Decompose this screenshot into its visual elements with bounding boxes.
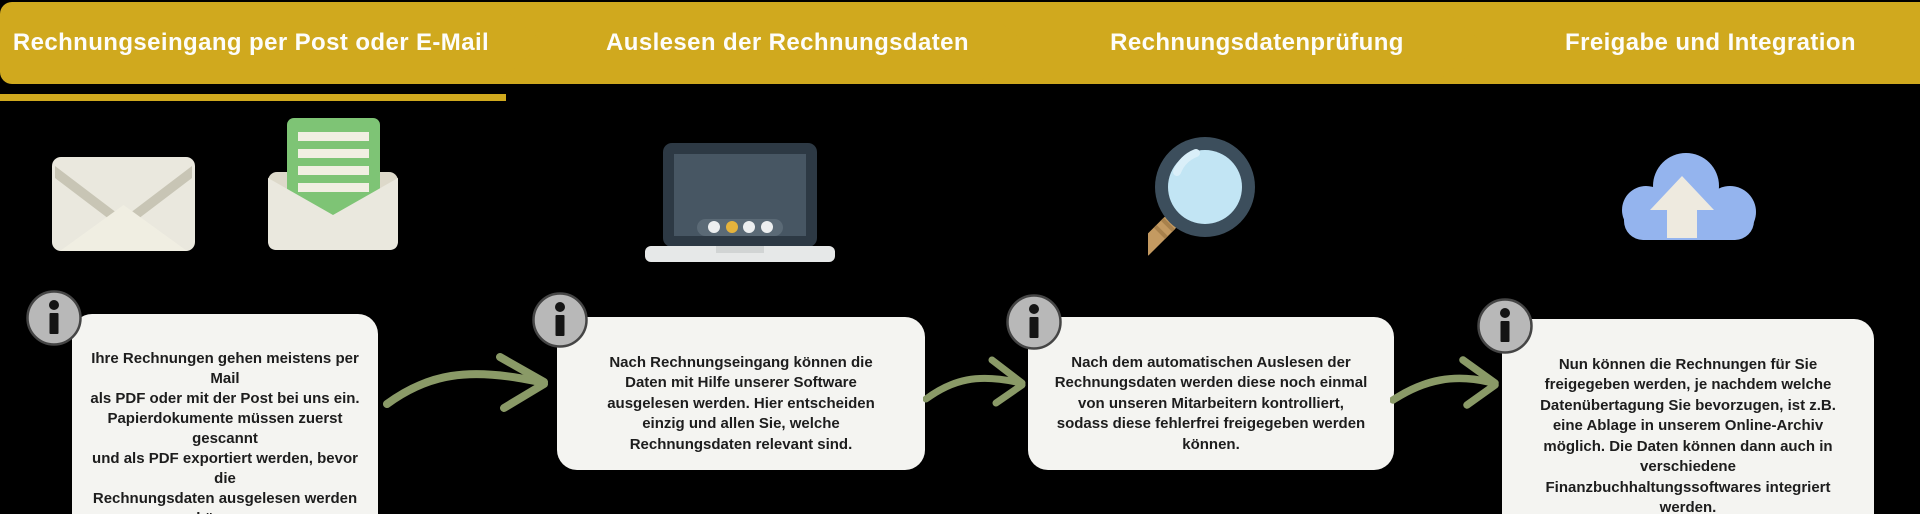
banner-label: Auslesen der Rechnungsdaten xyxy=(606,29,969,56)
magnifying-glass-icon xyxy=(1148,137,1255,257)
info-text: Nach Rechnungseingang können die Daten m… xyxy=(607,353,875,453)
info-icon xyxy=(26,290,82,346)
banner-step-4: Freigabe und Integration xyxy=(1435,2,1920,84)
magnifier-handle xyxy=(1148,215,1178,257)
info-icon xyxy=(1006,294,1062,350)
banner-label: Freigabe und Integration xyxy=(1565,29,1856,56)
banner-underline xyxy=(0,94,506,101)
flow-arrow-icon xyxy=(923,356,1026,407)
info-card-step-1: Ihre Rechnungen gehen meistens per Mail … xyxy=(72,314,378,514)
banner-label: Rechnungseingang per Post oder E-Mail xyxy=(12,29,490,56)
laptop-icon xyxy=(645,143,835,262)
open-envelope-letter-icon xyxy=(268,118,398,250)
banner-step-2: Auslesen der Rechnungsdaten xyxy=(496,2,1079,84)
flow-arrow-icon xyxy=(1390,356,1499,409)
banner-step-1: Rechnungseingang per Post oder E-Mail xyxy=(0,2,550,84)
info-card-step-2: Nach Rechnungseingang können die Daten m… xyxy=(557,317,925,470)
info-text: Ihre Rechnungen gehen meistens per Mail … xyxy=(90,350,360,514)
info-text: Nun können die Rechnungen für Sie freige… xyxy=(1540,355,1836,514)
banner-step-3: Rechnungsdatenprüfung xyxy=(977,2,1537,84)
info-text: Nach dem automatischen Auslesen der Rech… xyxy=(1054,353,1368,453)
letter xyxy=(287,118,380,220)
info-card-step-4: Nun können die Rechnungen für Sie freige… xyxy=(1502,319,1874,514)
banner-label: Rechnungsdatenprüfung xyxy=(1110,29,1404,56)
info-card-step-3: Nach dem automatischen Auslesen der Rech… xyxy=(1028,317,1394,470)
info-icon xyxy=(532,292,588,348)
closed-envelope-icon xyxy=(52,157,195,251)
info-icon xyxy=(1477,298,1533,354)
flow-arrow-icon xyxy=(383,353,548,412)
cloud-upload-icon xyxy=(1622,153,1756,240)
upload-arrow xyxy=(1650,176,1714,238)
